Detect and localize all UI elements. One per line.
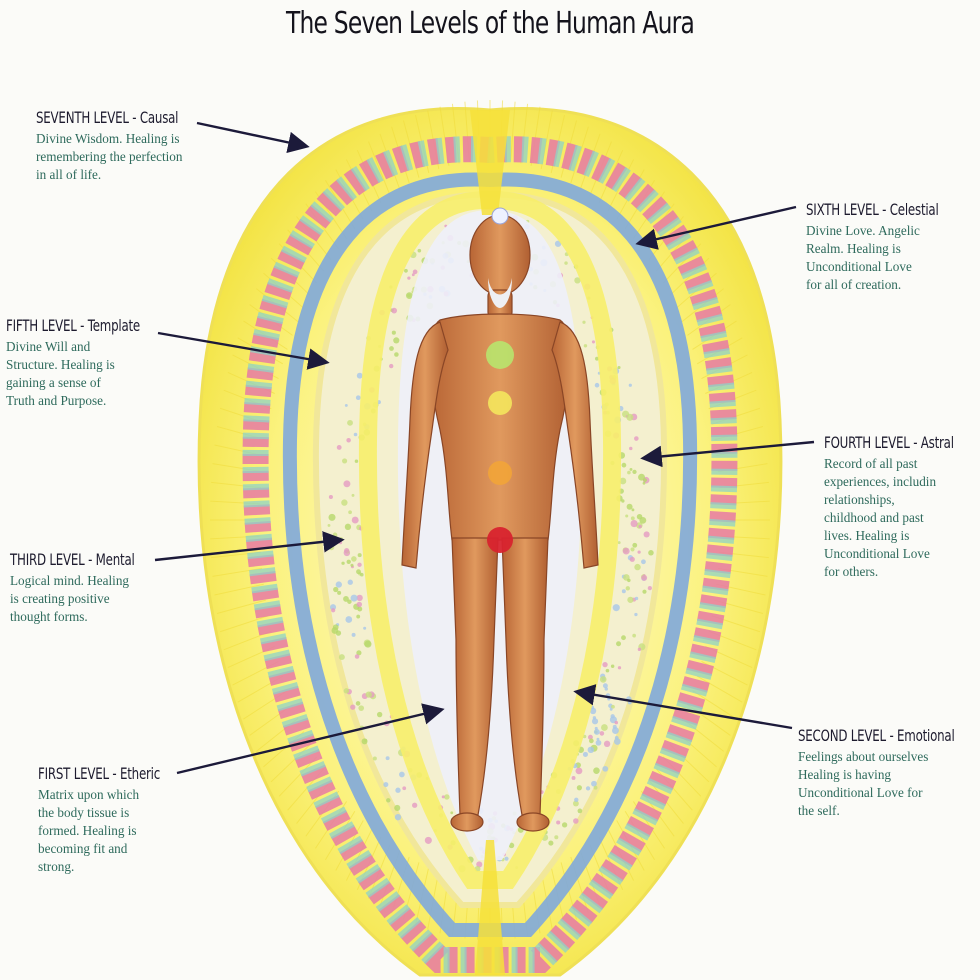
sixth-level-description: Divine Love. Angelic Realm. Healing is U…	[806, 223, 920, 292]
label-first-level: FIRST LEVEL - Etheric Matrix upon which …	[38, 764, 203, 876]
first-level-description: Matrix upon which the body tissue is for…	[38, 787, 140, 874]
seventh-level-heading: SEVENTH LEVEL - Causal	[36, 108, 179, 127]
fourth-level-heading: FOURTH LEVEL - Astral	[824, 433, 954, 452]
first-level-heading: FIRST LEVEL - Etheric	[38, 764, 161, 783]
sacral-chakra	[488, 461, 512, 485]
third-level-description: Logical mind. Healing is creating positi…	[10, 573, 130, 624]
torso	[429, 313, 571, 541]
third-level-heading: THIRD LEVEL - Mental	[10, 550, 135, 569]
heart-chakra	[486, 341, 514, 369]
label-fifth-level: FIFTH LEVEL - Template Divine Will and S…	[6, 316, 187, 410]
crown-chakra	[491, 207, 509, 225]
root-chakra	[487, 527, 513, 553]
beard	[488, 278, 512, 308]
head	[469, 214, 531, 296]
label-third-level: THIRD LEVEL - Mental Logical mind. Heali…	[10, 550, 178, 626]
sixth-level-heading: SIXTH LEVEL - Celestial	[806, 200, 939, 219]
arrow-first-level	[176, 703, 445, 775]
label-sixth-level: SIXTH LEVEL - Celestial Divine Love. Ang…	[806, 200, 980, 294]
second-level-heading: SECOND LEVEL - Emotional	[798, 726, 955, 745]
crown-beam	[470, 110, 510, 215]
arrow-third-level	[154, 531, 345, 562]
label-second-level: SECOND LEVEL - Emotional Feelings about …	[798, 726, 980, 820]
seventh-level-description: Divine Wisdom. Healing is remembering th…	[36, 131, 183, 182]
fifth-level-description: Divine Will and Structure. Healing is ga…	[6, 339, 115, 408]
fifth-level-heading: FIFTH LEVEL - Template	[6, 316, 141, 335]
arrow-second-level	[573, 684, 793, 730]
second-level-description: Feelings about ourselves Healing is havi…	[798, 749, 929, 818]
fourth-level-description: Record of all past experiences, includin…	[824, 456, 937, 579]
human-figure	[401, 214, 599, 832]
root-beam	[475, 840, 505, 975]
arrow-fourth-level	[640, 440, 815, 468]
label-seventh-level: SEVENTH LEVEL - Causal Divine Wisdom. He…	[36, 108, 228, 184]
arrow-sixth-level	[635, 205, 797, 250]
arrow-seventh-level	[196, 121, 310, 154]
solar-plexus-chakra	[488, 391, 512, 415]
label-fourth-level: FOURTH LEVEL - Astral Record of all past…	[824, 433, 980, 581]
diagram-title: The Seven Levels of the Human Aura	[285, 6, 695, 41]
left-arm	[401, 321, 449, 569]
right-arm	[551, 321, 599, 569]
arrow-fifth-level	[157, 331, 330, 370]
